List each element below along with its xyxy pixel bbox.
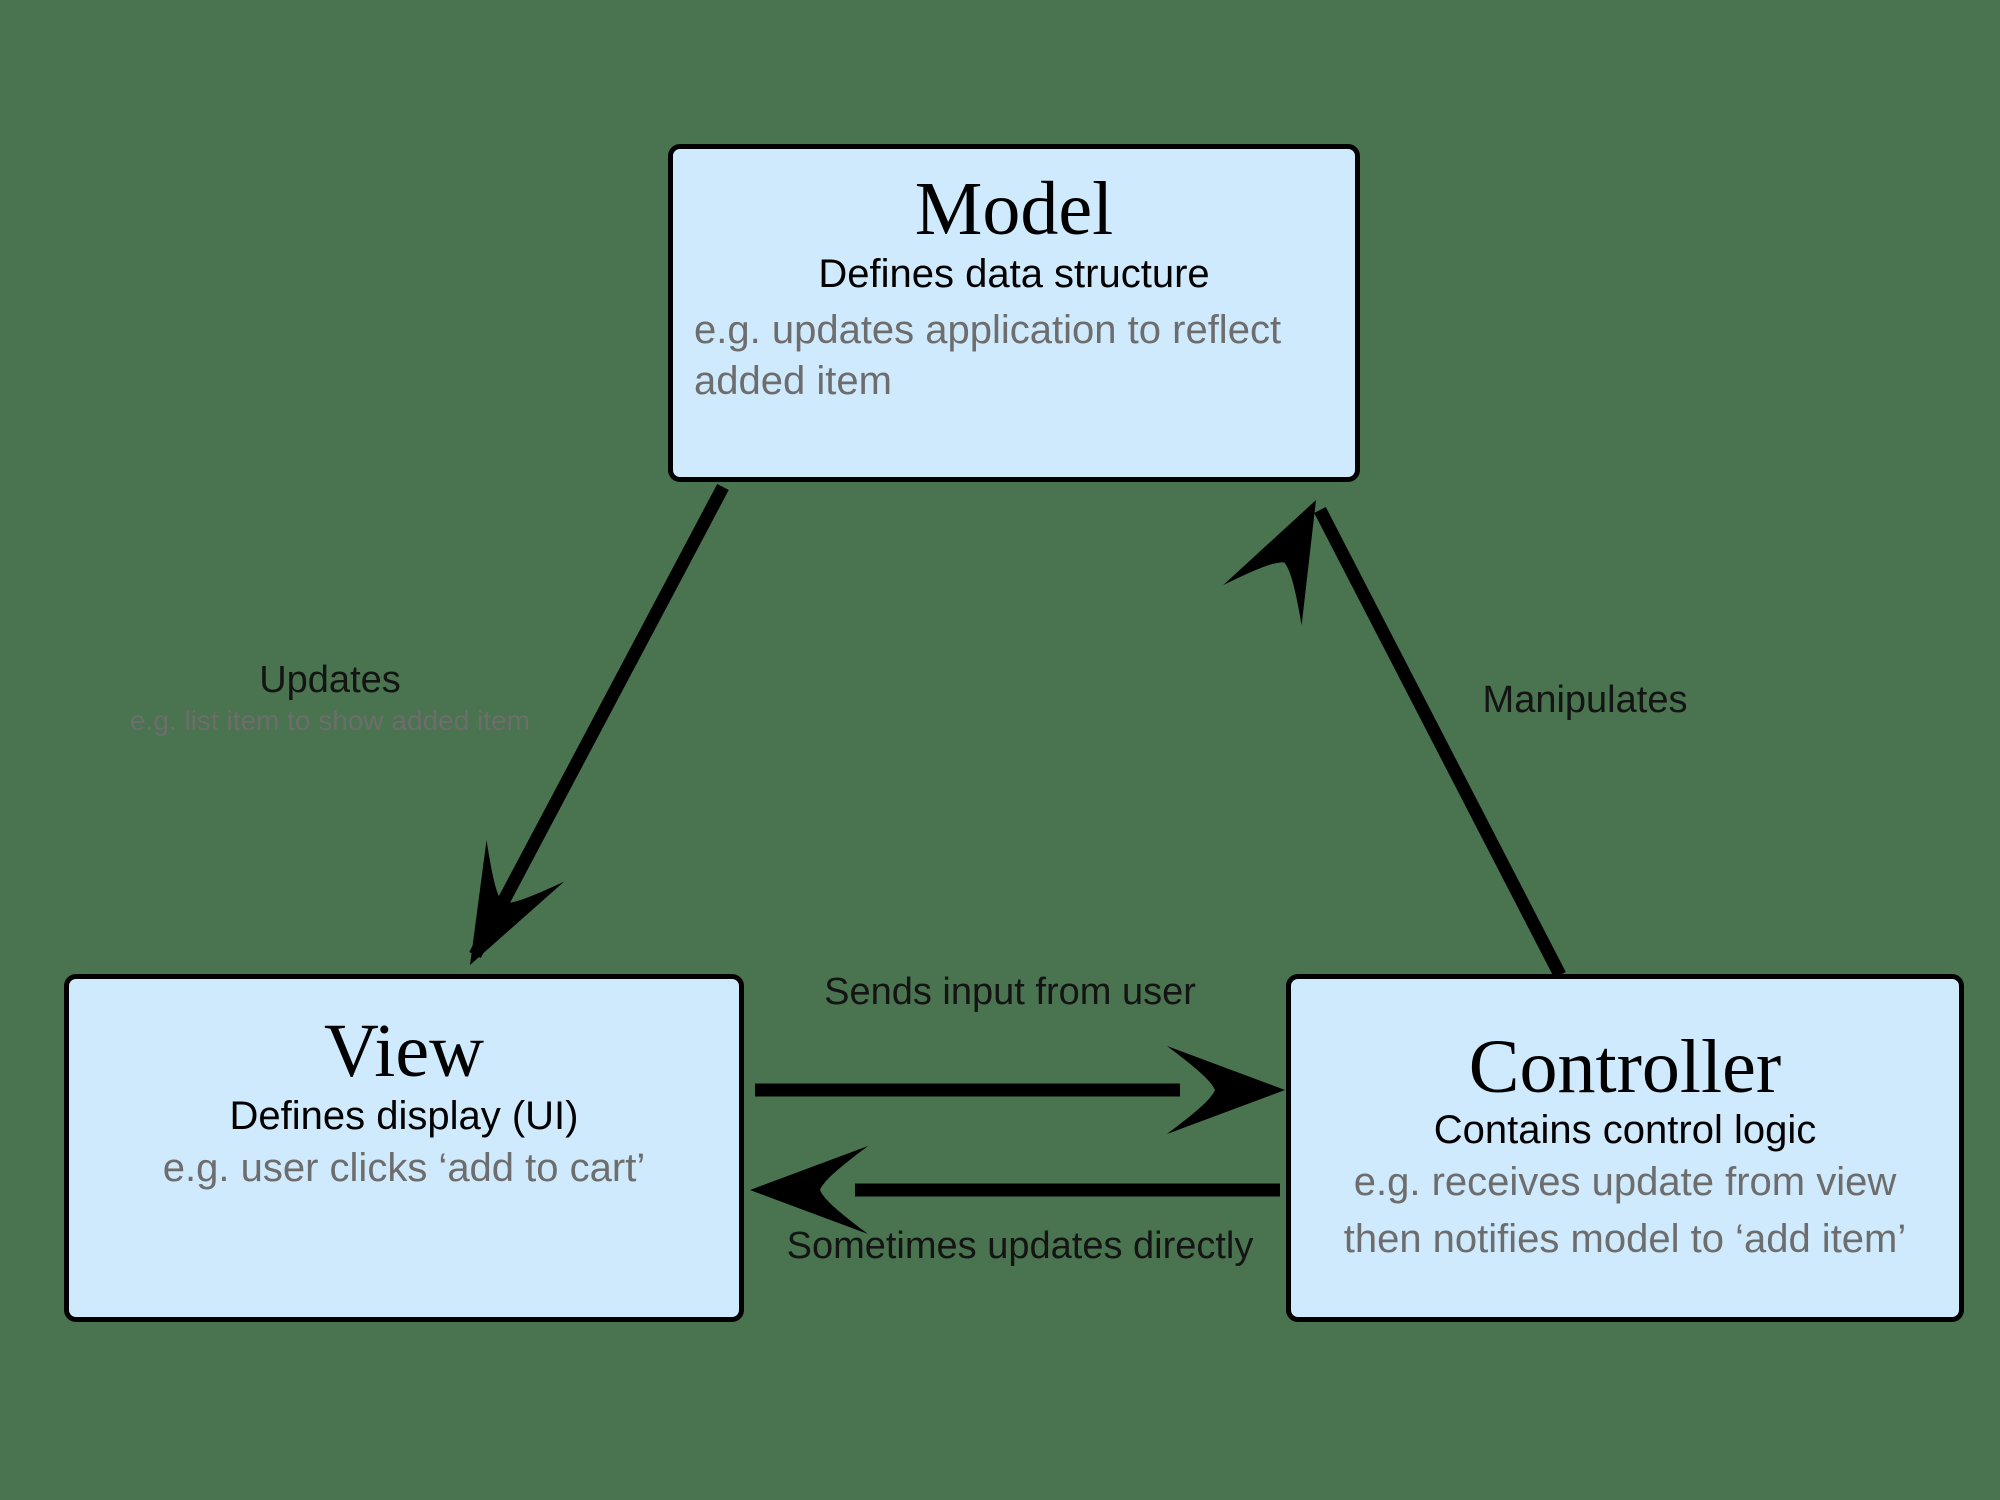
arrow-controller-to-view: [750, 1146, 1280, 1234]
node-controller-example-line2: then notifies model to ‘add item’: [1343, 1217, 1907, 1262]
node-view-subtitle: Defines display (UI): [229, 1094, 579, 1138]
edge-label-updates-example: e.g. list item to show added item: [130, 704, 530, 736]
edge-label-manipulates-text: Manipulates: [1482, 679, 1688, 721]
edge-label-updates-text: Updates: [259, 659, 401, 701]
arrow-controller-to-model: [1223, 480, 1566, 978]
edge-label-sometimes-updates-text: Sometimes updates directly: [786, 1225, 1254, 1267]
edge-label-sometimes-updates: Sometimes updates directly: [760, 1225, 1280, 1268]
edge-label-updates: Updates e.g. list item to show added ite…: [120, 659, 540, 737]
node-model[interactable]: Model Defines data structure e.g. update…: [668, 144, 1360, 482]
node-controller-subtitle: Contains control logic: [1433, 1108, 1817, 1152]
edge-label-sends-input-text: Sends input from user: [824, 971, 1196, 1013]
node-view[interactable]: View Defines display (UI) e.g. user clic…: [64, 974, 744, 1322]
edge-label-manipulates: Manipulates: [1425, 679, 1745, 722]
node-model-subtitle: Defines data structure: [818, 252, 1210, 296]
arrow-view-to-controller: [755, 1046, 1285, 1134]
node-model-example: e.g. updates application to reflect adde…: [694, 308, 1282, 404]
node-view-title: View: [323, 1009, 485, 1093]
node-model-title: Model: [914, 167, 1114, 251]
node-view-example: e.g. user clicks ‘add to cart’: [162, 1146, 646, 1190]
node-controller-title: Controller: [1468, 1025, 1782, 1109]
edge-label-sends-input: Sends input from user: [790, 971, 1230, 1014]
node-controller-example-line1: e.g. receives update from view: [1353, 1160, 1897, 1204]
node-controller[interactable]: Controller Contains control logic e.g. r…: [1286, 974, 1964, 1322]
arrow-model-to-view: [431, 483, 729, 986]
